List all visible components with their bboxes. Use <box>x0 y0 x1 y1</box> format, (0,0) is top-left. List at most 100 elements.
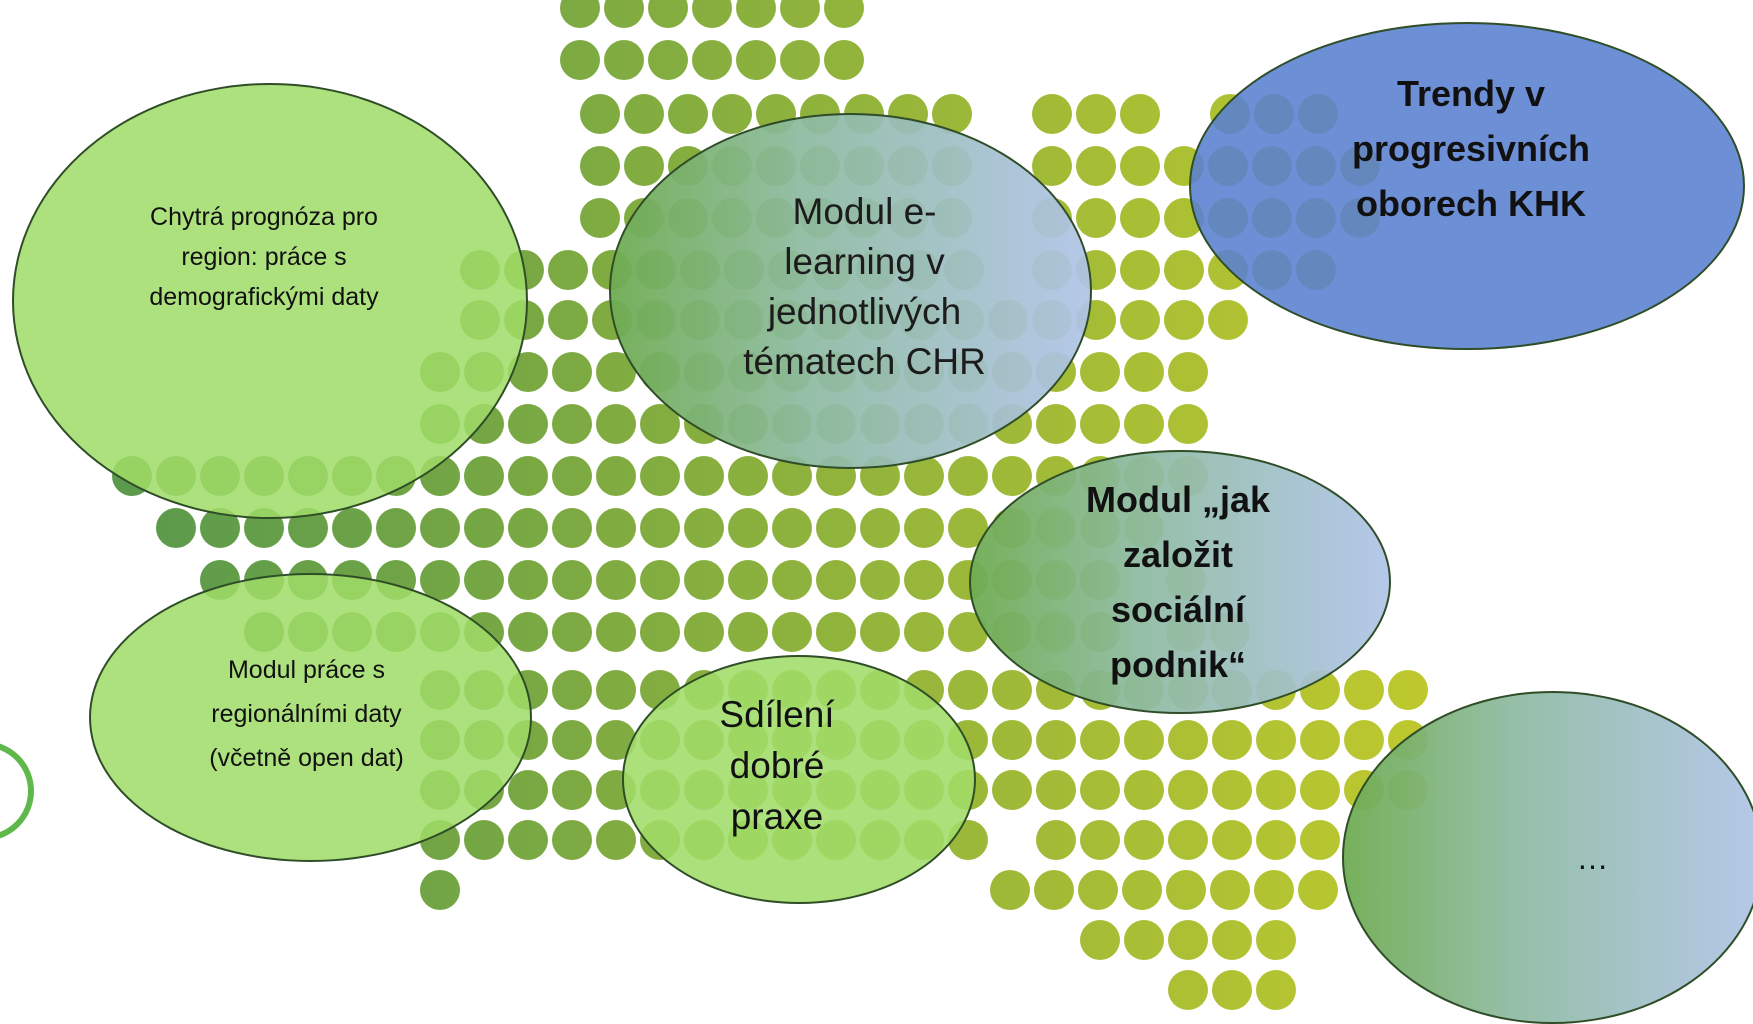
map-dot <box>596 670 636 710</box>
map-dot <box>332 508 372 548</box>
map-dot <box>772 612 812 652</box>
map-dot <box>904 560 944 600</box>
map-dot <box>992 770 1032 810</box>
map-dot <box>596 508 636 548</box>
map-dot <box>464 560 504 600</box>
map-dot <box>508 612 548 652</box>
map-dot <box>904 456 944 496</box>
map-dot <box>904 612 944 652</box>
map-dot <box>1300 820 1340 860</box>
map-dot <box>508 770 548 810</box>
map-dot <box>1344 670 1384 710</box>
map-dot <box>684 456 724 496</box>
map-dot <box>552 820 592 860</box>
map-dot <box>1120 198 1160 238</box>
map-dot <box>1124 920 1164 960</box>
bubble-trendy[interactable]: Trendy v progresivních oborech KHK <box>1189 22 1745 350</box>
map-dot <box>684 560 724 600</box>
map-dot <box>552 508 592 548</box>
map-dot <box>1256 820 1296 860</box>
map-dot <box>1168 404 1208 444</box>
bubble-chytra-prognoza-label: Chytrá prognóza pro region: práce s demo… <box>149 203 379 311</box>
map-dot <box>684 508 724 548</box>
map-dot <box>420 508 460 548</box>
map-dot <box>772 456 812 496</box>
map-dot <box>1078 870 1118 910</box>
map-dot <box>948 456 988 496</box>
map-dot <box>1300 720 1340 760</box>
map-dot <box>728 612 768 652</box>
map-dot <box>640 404 680 444</box>
map-dot <box>580 146 620 186</box>
map-dot <box>288 508 328 548</box>
bubble-modul-e-learning[interactable]: Modul e- learning v jednotlivých tématec… <box>609 113 1092 469</box>
map-dot <box>1076 146 1116 186</box>
map-dot <box>992 670 1032 710</box>
map-dot <box>1298 870 1338 910</box>
map-dot <box>580 198 620 238</box>
map-dot <box>508 404 548 444</box>
map-dot <box>728 508 768 548</box>
bubble-trendy-label: Trendy v progresivních oborech KHK <box>1351 72 1591 224</box>
bubble-sdileni-dobre-praxe[interactable]: Sdílení dobré praxe <box>622 655 976 904</box>
map-dot <box>816 612 856 652</box>
map-dot <box>668 94 708 134</box>
map-dot <box>1210 870 1250 910</box>
map-dot <box>1168 820 1208 860</box>
map-dot <box>624 94 664 134</box>
map-dot <box>508 560 548 600</box>
map-dot <box>508 352 548 392</box>
map-dot <box>1300 770 1340 810</box>
bubble-modul-e-learning-label: Modul e- learning v jednotlivých tématec… <box>743 191 986 382</box>
map-dot <box>1256 970 1296 1010</box>
map-dot <box>560 0 600 28</box>
map-dot <box>508 456 548 496</box>
map-dot <box>1076 198 1116 238</box>
map-dot <box>1164 300 1204 340</box>
map-dot <box>692 0 732 28</box>
map-dot <box>904 508 944 548</box>
map-dot <box>1212 820 1252 860</box>
map-dot <box>464 508 504 548</box>
map-dot <box>596 820 636 860</box>
bubble-modul-regionalni-data[interactable]: Modul práce s regionálními daty (včetně … <box>89 573 532 862</box>
map-dot <box>772 508 812 548</box>
map-dot <box>1122 870 1162 910</box>
map-dot <box>1120 250 1160 290</box>
map-dot <box>580 94 620 134</box>
map-dot <box>816 560 856 600</box>
map-dot <box>728 456 768 496</box>
map-dot <box>1254 870 1294 910</box>
map-dot <box>684 612 724 652</box>
map-dot <box>1080 920 1120 960</box>
map-dot <box>1036 720 1076 760</box>
map-dot <box>992 720 1032 760</box>
bubble-ellipsis[interactable]: … <box>1342 691 1753 1024</box>
map-dot <box>640 560 680 600</box>
map-dot <box>1124 770 1164 810</box>
map-dot <box>992 456 1032 496</box>
map-dot <box>780 40 820 80</box>
map-dot <box>596 560 636 600</box>
map-dot <box>604 0 644 28</box>
map-dot <box>552 456 592 496</box>
map-dot <box>948 670 988 710</box>
map-dot <box>1344 720 1384 760</box>
map-dot <box>640 612 680 652</box>
map-dot <box>692 40 732 80</box>
bubble-chytra-prognoza[interactable]: Chytrá prognóza pro region: práce s demo… <box>12 83 528 519</box>
map-dot <box>736 0 776 28</box>
map-dot <box>464 456 504 496</box>
bubble-ellipsis-label: … <box>1576 839 1609 876</box>
map-dot <box>596 404 636 444</box>
map-dot <box>1124 820 1164 860</box>
map-dot <box>640 508 680 548</box>
map-dot <box>948 508 988 548</box>
map-dot <box>772 560 812 600</box>
map-dot <box>1034 870 1074 910</box>
map-dot <box>1168 770 1208 810</box>
map-dot <box>552 560 592 600</box>
bubble-socialni-podnik[interactable]: Modul „jak založit sociální podnik“ <box>969 450 1391 714</box>
map-dot <box>728 560 768 600</box>
map-dot <box>640 456 680 496</box>
